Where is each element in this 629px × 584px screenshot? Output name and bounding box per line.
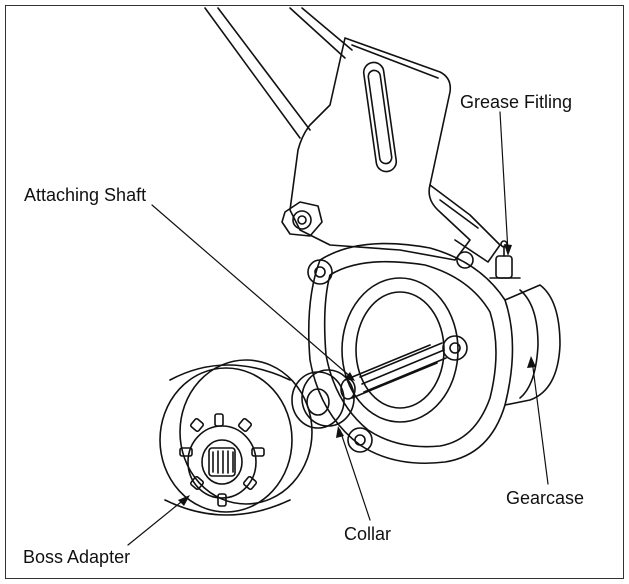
attaching-shaft	[340, 342, 447, 400]
collar-label: Collar	[344, 524, 392, 544]
leader-collar	[339, 429, 371, 521]
gearcase-label: Gearcase	[506, 488, 585, 508]
leader-arrowheads	[178, 244, 536, 506]
leader-grease-fitting	[499, 111, 509, 253]
grease-fitting	[489, 240, 521, 279]
leader-gearcase	[531, 359, 549, 485]
leader-lines	[127, 111, 549, 546]
diagram-frame	[5, 5, 624, 579]
mounting-bracket	[289, 37, 501, 263]
attaching-shaft-label: Attaching Shaft	[24, 185, 147, 205]
collar	[291, 369, 355, 429]
boss-adapter-label: Boss Adapter	[23, 547, 131, 567]
boss-adapter	[159, 359, 313, 516]
leader-attaching-shaft	[151, 204, 353, 379]
grease-fitting-label: Grease Fitling	[460, 92, 573, 112]
leader-boss-adapter	[127, 497, 187, 546]
support-arms	[204, 7, 353, 139]
bracket-nut	[281, 201, 323, 237]
gearcase-housing	[307, 242, 561, 465]
